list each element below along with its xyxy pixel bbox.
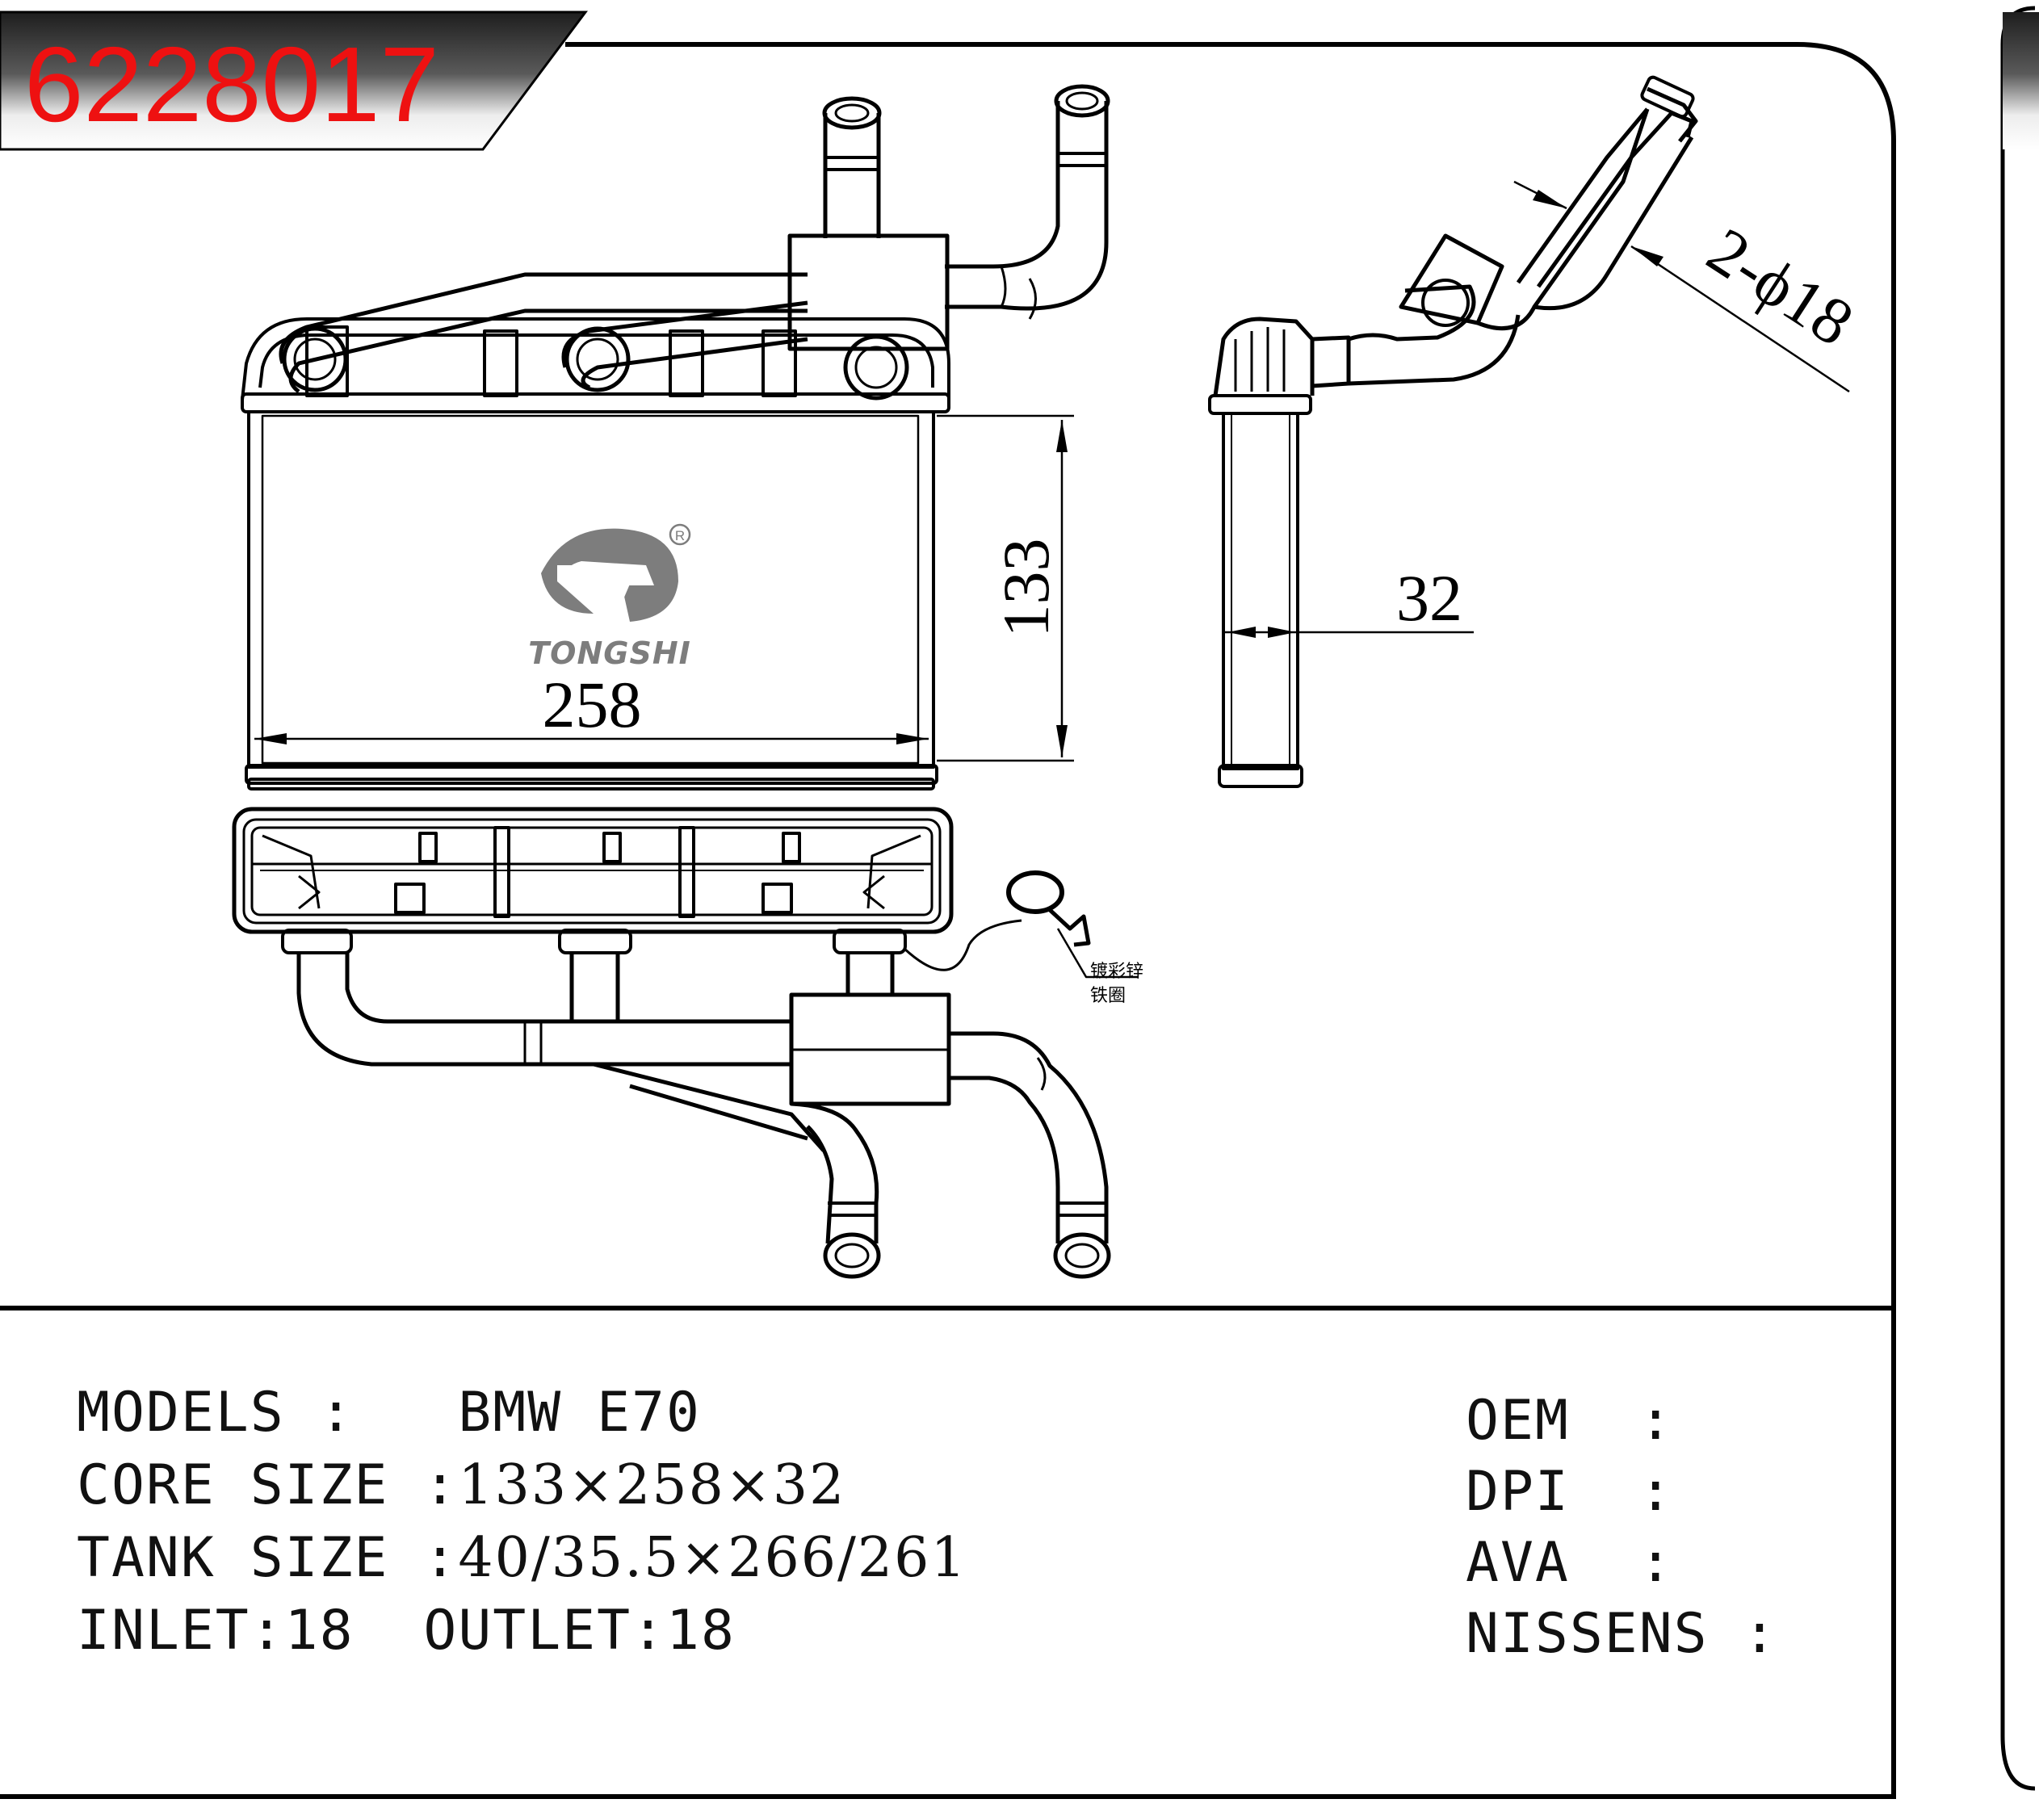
ref-oem: OEM :	[1466, 1389, 1674, 1453]
spec-outlet-value: 18	[666, 1599, 736, 1663]
spec-outlet-label: OUTLET:	[423, 1599, 666, 1663]
ref-oem-label: OEM	[1466, 1389, 1570, 1453]
spec-tank-size: TANK SIZE :40/35.5×266/261	[77, 1526, 967, 1590]
part-number: 6228017	[24, 25, 439, 144]
ref-oem-sep: :	[1638, 1389, 1674, 1453]
dim-width: 258	[254, 668, 929, 744]
spec-inlet-outlet: INLET:18 OUTLET:18	[77, 1599, 736, 1663]
spec-models-sep: :	[284, 1381, 389, 1445]
dim-thickness-label: 32	[1396, 561, 1462, 635]
tongshi-logo: R TONGSHI	[528, 523, 691, 671]
front-view	[241, 84, 1110, 790]
logo-text: TONGSHI	[528, 635, 691, 671]
dim-width-label: 258	[543, 668, 642, 741]
part-number-banner: 6228017	[0, 10, 2039, 151]
spec-models-label: MODELS	[77, 1381, 285, 1445]
ref-nissens: NISSENS :	[1466, 1602, 1777, 1666]
ref-nissens-label: NISSENS	[1466, 1602, 1709, 1666]
spec-tank-size-label: TANK SIZE	[77, 1526, 389, 1590]
ref-dpi-sep: :	[1638, 1460, 1674, 1524]
dim-height: 133	[937, 414, 1074, 762]
spec-core-size-sep: :	[388, 1453, 459, 1517]
registered-mark-icon	[669, 523, 691, 546]
dim-pipe-diameter-label: 2-ϕ18	[1695, 213, 1866, 360]
bottom-view	[232, 807, 1139, 1279]
ref-ava: AVA :	[1466, 1531, 1674, 1595]
spec-inlet-label: INLET:	[77, 1599, 285, 1663]
spec-core-size: CORE SIZE :133×258×32	[77, 1453, 845, 1517]
ref-dpi-label: DPI	[1466, 1460, 1570, 1524]
dim-height-label: 133	[989, 539, 1063, 638]
registered-mark: R	[675, 528, 685, 543]
dim-thickness: 32	[1223, 561, 1474, 638]
spec-tank-size-value: 40/35.5×266/261	[458, 1526, 967, 1590]
spec-models: MODELS : BMW E70	[77, 1381, 701, 1445]
spec-core-size-value: 133×258×32	[458, 1453, 846, 1517]
spec-inlet-value: 18	[284, 1599, 355, 1663]
ref-ava-label: AVA	[1466, 1531, 1570, 1595]
annotation-line1: 镀彩锌	[1090, 962, 1143, 982]
spec-tank-size-sep: :	[388, 1526, 459, 1590]
side-view	[1208, 75, 1698, 788]
spec-core-size-label: CORE SIZE	[77, 1453, 389, 1517]
ref-ava-sep: :	[1638, 1531, 1674, 1595]
spec-models-value: BMW E70	[458, 1381, 701, 1445]
annotation-line2: 铁圈	[1090, 986, 1126, 1006]
ref-nissens-sep: :	[1743, 1602, 1778, 1666]
ref-dpi: DPI :	[1466, 1460, 1674, 1524]
